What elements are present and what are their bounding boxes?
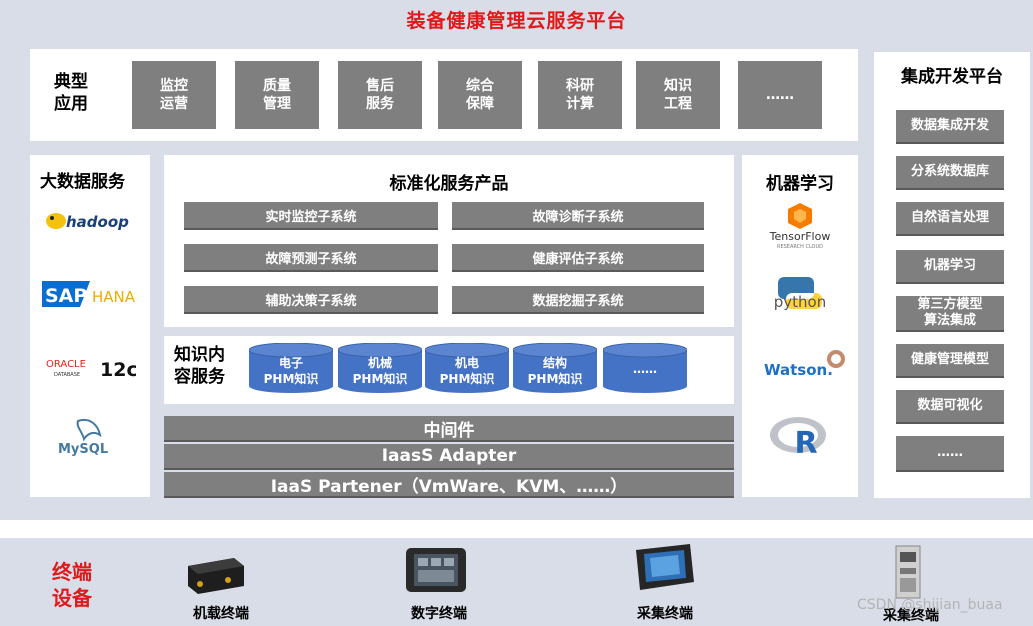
terminals-background (0, 538, 1033, 626)
app-box-knowledge[interactable]: 知识 工程 (636, 61, 720, 129)
middleware-bar[interactable]: 中间件 (164, 416, 734, 442)
hana-text: HANA (92, 288, 136, 306)
app-box-quality[interactable]: 质量 管理 (235, 61, 319, 129)
page-title: 装备健康管理云服务平台 (406, 10, 627, 32)
terminal-label-acquisition: 采集终端 (637, 606, 693, 622)
platform-item-visualization[interactable]: 数据可视化 (896, 390, 1004, 424)
mysql-logo-icon: MySQL (54, 415, 124, 459)
app-box-label: 监控 运营 (160, 78, 188, 112)
acquisition-terminal-icon (630, 542, 696, 592)
ml-panel: 机器学习 TensorFlow RESEARCH CLOUD python Wa… (742, 155, 858, 497)
platform-item-label: 自然语言处理 (910, 210, 989, 225)
python-logo-icon: python (764, 273, 836, 321)
bigdata-panel: 大数据服务 hadoop SAP HANA ORACLE DATABASE 12… (30, 155, 150, 497)
oracle-12c-logo-icon: ORACLE DATABASE 12c (44, 355, 138, 381)
sap-hana-logo-icon: SAP HANA (42, 279, 138, 309)
hadoop-logo-icon: hadoop (44, 207, 136, 237)
research-cloud-text: RESEARCH CLOUD (777, 244, 823, 250)
app-box-label: 综合 保障 (466, 78, 494, 112)
app-box-label: 售后 服务 (366, 78, 394, 112)
platform-item-label: 健康管理模型 (910, 352, 989, 367)
knowledge-cylinder-electronic[interactable]: 电子 PHM知识 (248, 342, 334, 393)
standard-products-heading: 标准化服务产品 (389, 174, 509, 194)
knowledge-label: 机械 PHM知识 (352, 356, 408, 386)
watermark: CSDN @shijian_buaa (857, 597, 1003, 613)
terminal-label-acquisition-2: 采集终端 (883, 608, 939, 624)
platform-item-third-party-models[interactable]: 第三方模型 算法集成 (896, 296, 1004, 332)
platform-item-label: 分系统数据库 (910, 164, 989, 179)
platform-item-label: 数据集成开发 (910, 118, 989, 133)
app-box-label: …… (766, 87, 794, 103)
app-box-research[interactable]: 科研 计算 (538, 61, 622, 129)
knowledge-label: 机电 PHM知识 (439, 356, 495, 386)
mysql-text: MySQL (58, 442, 108, 457)
platform-item-more[interactable]: …… (896, 436, 1004, 472)
platform-item-ml[interactable]: 机器学习 (896, 250, 1004, 284)
platform-item-data-integration[interactable]: 数据集成开发 (896, 110, 1004, 144)
app-box-label: 质量 管理 (263, 78, 291, 112)
app-box-support[interactable]: 综合 保障 (438, 61, 522, 129)
knowledge-cylinder-mechanical[interactable]: 机械 PHM知识 (337, 342, 423, 393)
subsystem-health-assessment[interactable]: 健康评估子系统 (452, 244, 704, 272)
r-text: R (794, 426, 817, 461)
app-box-label: 科研 计算 (566, 78, 594, 112)
terminal-label-airborne: 机载终端 (193, 606, 249, 622)
digital-terminal-icon (404, 544, 468, 596)
hadoop-text: hadoop (66, 213, 129, 231)
python-text: python (774, 293, 826, 311)
integration-heading: 集成开发平台 (901, 67, 1003, 87)
oracle-text: ORACLE (46, 359, 86, 370)
watson-logo-icon: Watson. (762, 345, 848, 381)
platform-item-label: 数据可视化 (917, 398, 983, 413)
acquisition-cabinet-icon (892, 544, 926, 600)
knowledge-label: 结构 PHM知识 (527, 356, 583, 386)
platform-item-label: 第三方模型 算法集成 (917, 297, 983, 328)
typical-apps-heading: 典型 应用 (54, 72, 88, 114)
platform-item-label: 机器学习 (923, 258, 976, 273)
terminal-label-digital: 数字终端 (411, 606, 467, 622)
app-box-aftersales[interactable]: 售后 服务 (338, 61, 422, 129)
knowledge-label: …… (633, 362, 657, 376)
subsystem-realtime-monitoring[interactable]: 实时监控子系统 (184, 202, 438, 230)
r-logo-icon: R (768, 413, 832, 463)
subsystem-data-mining[interactable]: 数据挖掘子系统 (452, 286, 704, 314)
app-box-more[interactable]: …… (738, 61, 822, 129)
platform-item-subsystem-db[interactable]: 分系统数据库 (896, 156, 1004, 190)
subsystem-fault-prediction[interactable]: 故障预测子系统 (184, 244, 438, 272)
knowledge-heading: 知识内 容服务 (174, 345, 225, 387)
app-box-monitoring[interactable]: 监控 运营 (132, 61, 216, 129)
12c-text: 12c (100, 359, 136, 381)
airborne-terminal-icon (184, 552, 248, 596)
subsystem-decision-support[interactable]: 辅助决策子系统 (184, 286, 438, 314)
bigdata-heading: 大数据服务 (40, 172, 125, 192)
platform-item-nlp[interactable]: 自然语言处理 (896, 202, 1004, 236)
watson-text: Watson. (764, 361, 833, 379)
iaas-adapter-bar[interactable]: IaasS Adapter (164, 444, 734, 470)
knowledge-cylinder-electromechanical[interactable]: 机电 PHM知识 (424, 342, 510, 393)
app-box-label: 知识 工程 (664, 78, 692, 112)
knowledge-cylinder-structural[interactable]: 结构 PHM知识 (512, 342, 598, 393)
subsystem-fault-diagnosis[interactable]: 故障诊断子系统 (452, 202, 704, 230)
database-text: DATABASE (54, 372, 80, 378)
tensorflow-logo-icon: TensorFlow RESEARCH CLOUD (760, 199, 840, 251)
knowledge-cylinder-more[interactable]: …… (602, 342, 688, 393)
platform-item-label: …… (937, 445, 963, 460)
tensorflow-text: TensorFlow (769, 230, 831, 243)
terminals-heading: 终端 设备 (52, 560, 92, 610)
platform-item-health-model[interactable]: 健康管理模型 (896, 344, 1004, 378)
knowledge-label: 电子 PHM知识 (263, 356, 319, 386)
iaas-partner-bar[interactable]: IaaS Partener（VmWare、KVM、……） (164, 472, 734, 498)
ml-heading: 机器学习 (766, 174, 834, 194)
typical-apps-panel: 典型 应用 监控 运营 质量 管理 售后 服务 综合 保障 科研 计算 知识 工… (30, 49, 858, 141)
sap-text: SAP (45, 285, 87, 307)
